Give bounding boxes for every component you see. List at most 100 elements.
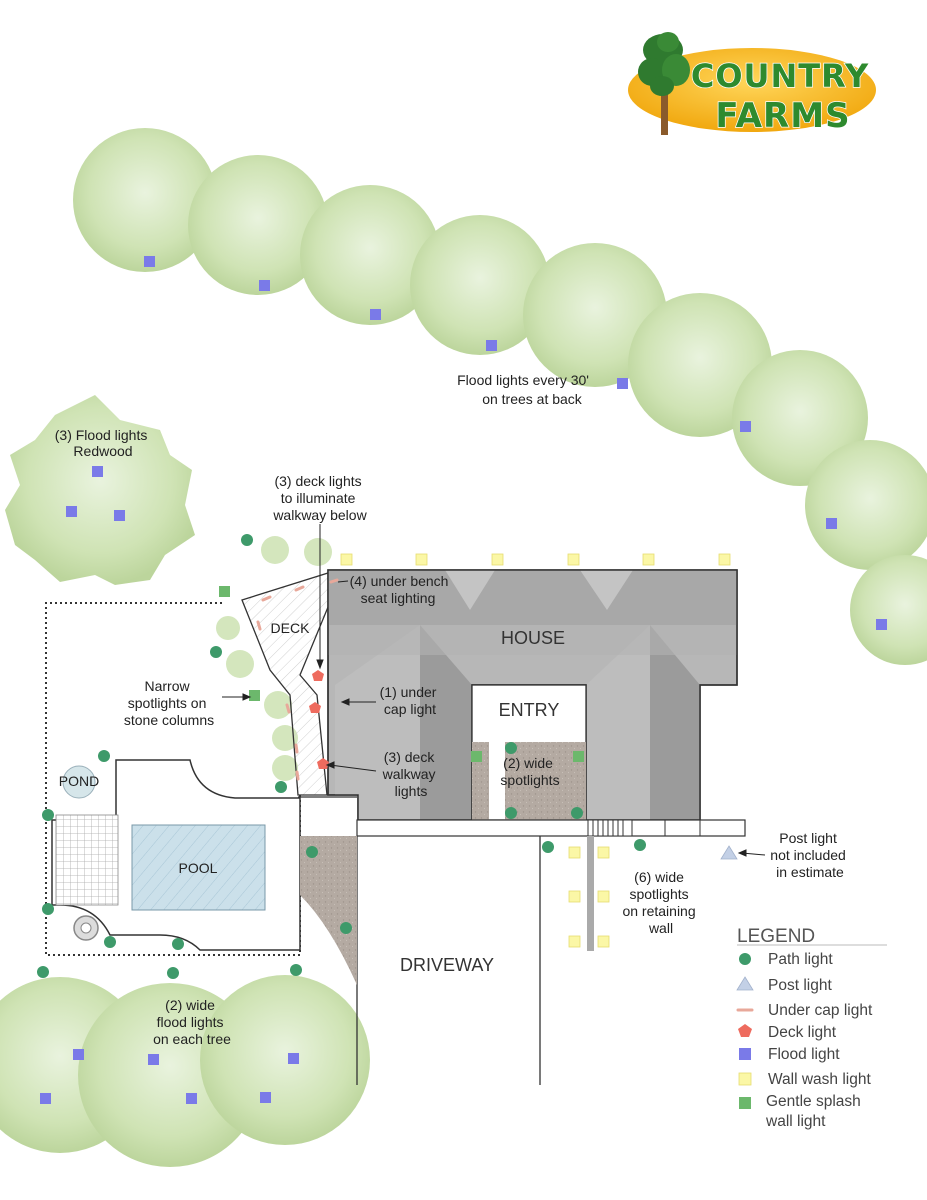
annotation-wide-spots-entry: (2) wide spotlights	[500, 755, 559, 788]
tree	[188, 155, 328, 295]
splash-lights	[219, 586, 584, 762]
house	[327, 569, 738, 821]
deck-light-marker	[312, 670, 324, 681]
path-light-marker	[306, 846, 318, 858]
path-light-marker	[104, 936, 116, 948]
flood-light-marker	[740, 421, 751, 432]
flood-light-marker	[288, 1053, 299, 1064]
splash-light-marker	[249, 690, 260, 701]
flood-light-marker	[66, 506, 77, 517]
wall-wash-marker	[597, 890, 610, 903]
wall-wash-marker	[597, 846, 610, 859]
path-light-marker	[542, 841, 554, 853]
path-light-marker	[42, 809, 54, 821]
annotation-under-cap: (1) under cap light	[380, 684, 441, 717]
under-cap-lights	[256, 578, 339, 781]
path-light-marker	[505, 742, 517, 754]
annotation-narrow-spots: Narrow spotlights on stone columns	[124, 678, 214, 728]
path-light-marker	[290, 964, 302, 976]
wall-wash-marker	[340, 553, 353, 566]
wall-wash-marker	[415, 553, 428, 566]
path-light-icon	[739, 953, 751, 965]
pond-label: POND	[59, 773, 99, 789]
flood-light-marker	[114, 510, 125, 521]
legend-item-label: Wall wash light	[768, 1071, 871, 1088]
wall-wash-marker	[567, 553, 580, 566]
under-cap-marker	[294, 743, 299, 754]
shrubs	[216, 536, 332, 781]
legend-item-label: Path light	[768, 951, 833, 968]
driveway-label: DRIVEWAY	[400, 955, 494, 975]
flood-light-marker	[876, 619, 887, 630]
flood-light-marker	[617, 378, 628, 389]
annotation-redwood: (3) Flood lights Redwood	[55, 427, 151, 459]
path-light-marker	[571, 807, 583, 819]
path-light-marker	[505, 807, 517, 819]
tree	[410, 215, 550, 355]
post-light-marker	[720, 845, 738, 860]
legend: LEGEND Path light Post light Under cap l…	[736, 926, 887, 1130]
path-light-marker	[275, 781, 287, 793]
logo-line2: FARMS	[715, 96, 850, 136]
splash-light-marker	[573, 751, 584, 762]
legend-item-label: Gentle splash wall light	[765, 1093, 865, 1130]
legend-item-label: Under cap light	[768, 1002, 873, 1019]
under-cap-marker	[261, 595, 272, 602]
tree-row-back	[73, 128, 927, 665]
flood-light-marker	[144, 256, 155, 267]
front-walkway	[356, 819, 746, 837]
path-light-marker	[167, 967, 179, 979]
tree	[200, 975, 370, 1145]
path-lights	[37, 534, 646, 979]
splash-light-marker	[219, 586, 230, 597]
legend-item-label: Deck light	[768, 1024, 837, 1041]
path-light-marker	[340, 922, 352, 934]
redwood-tree	[5, 395, 195, 585]
tree	[805, 440, 927, 570]
pool-label: POOL	[179, 860, 218, 876]
flood-lights	[40, 256, 887, 1104]
wall-wash-icon	[738, 1072, 752, 1086]
annotation-deck-lights: (3) deck lights to illuminate walkway be…	[272, 473, 367, 523]
paver-grid	[55, 814, 119, 906]
tree	[850, 555, 927, 665]
tree-row-front	[0, 975, 370, 1167]
deck-lights	[309, 670, 329, 769]
under-cap-marker	[295, 770, 300, 781]
logo-oval	[628, 48, 876, 132]
deck-light-icon	[738, 1024, 752, 1037]
path-light-marker	[210, 646, 222, 658]
flood-light-marker	[40, 1093, 51, 1104]
wall-wash-lights	[340, 553, 731, 948]
deck-label: DECK	[271, 620, 311, 636]
retaining-wall	[587, 836, 594, 951]
wall-wash-marker	[491, 553, 504, 566]
logo-line1: COUNTRY	[691, 57, 869, 95]
under-cap-marker	[294, 585, 305, 592]
deck-light-marker	[309, 702, 321, 713]
annotation-flood-back: Flood lights every 30' on trees at back	[457, 372, 593, 407]
wall-wash-marker	[642, 553, 655, 566]
planter-right	[505, 742, 586, 820]
house-label: HOUSE	[501, 628, 565, 648]
legend-item-label: Flood light	[768, 1046, 840, 1063]
flood-light-marker	[259, 280, 270, 291]
path-light-marker	[98, 750, 110, 762]
annotation-post-light: Post light not included in estimate	[770, 830, 849, 880]
wall-wash-marker	[597, 935, 610, 948]
annotation-under-bench: (4) under bench seat lighting	[350, 573, 453, 606]
tree	[73, 128, 217, 272]
under-cap-marker	[329, 578, 339, 584]
pool	[131, 824, 266, 911]
flood-light-marker	[148, 1054, 159, 1065]
path-light-marker	[634, 839, 646, 851]
wall-wash-marker	[568, 890, 581, 903]
pond	[62, 765, 96, 799]
legend-item-label: Post light	[768, 977, 832, 994]
entry-label: ENTRY	[499, 700, 560, 720]
flood-light-marker	[92, 466, 103, 477]
path-light-marker	[241, 534, 253, 546]
under-cap-marker	[285, 703, 291, 714]
splash-light-icon	[739, 1097, 751, 1109]
